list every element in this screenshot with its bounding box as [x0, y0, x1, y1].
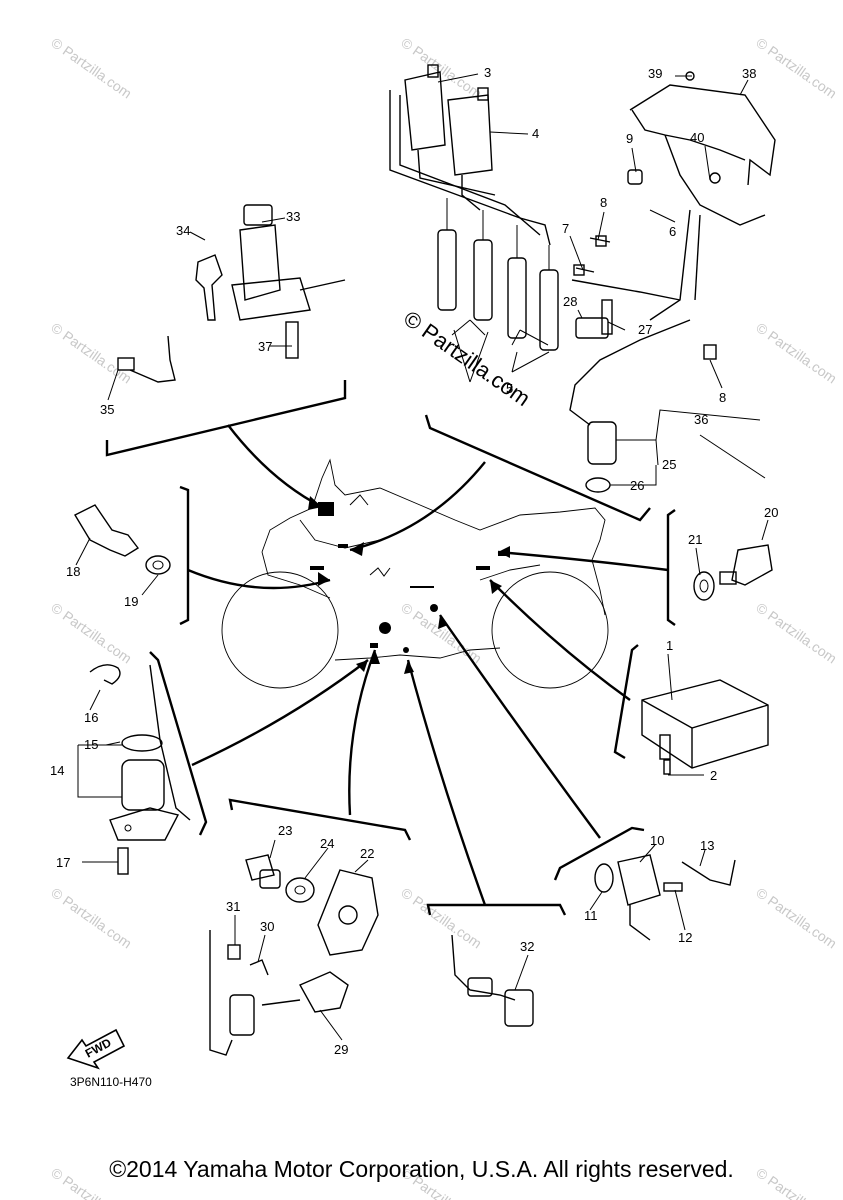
bracket-group [569, 71, 776, 426]
callout-26: 26 [630, 478, 644, 493]
sensor-25-group [575, 299, 761, 493]
o2-sensor-group [451, 934, 534, 1027]
ecu-group [641, 679, 769, 775]
callout-16: 16 [84, 710, 98, 725]
callout-1: 1 [666, 638, 673, 653]
callout-29: 29 [334, 1042, 348, 1057]
diagram-code: 3P6N110-H470 [70, 1075, 152, 1089]
watermark: © Partzilla.com [398, 884, 484, 951]
pickup-group [209, 854, 379, 1056]
callout-25: 25 [662, 457, 676, 472]
watermark: © Partzilla.com [48, 34, 134, 101]
solenoid-group [89, 664, 191, 875]
callout-17: 17 [56, 855, 70, 870]
callout-20: 20 [764, 505, 778, 520]
callout-23: 23 [278, 823, 292, 838]
callout-7: 7 [562, 221, 569, 236]
callout-5: 5 [506, 381, 513, 396]
callout-4: 4 [532, 126, 539, 141]
callout-22: 22 [360, 846, 374, 861]
callout-34: 34 [176, 223, 190, 238]
watermarks: © Partzilla.com © Partzilla.com © Partzi… [48, 34, 839, 1200]
center-watermark: © Partzilla.com [399, 306, 535, 412]
watermark: © Partzilla.com [48, 319, 134, 386]
callout-12: 12 [678, 930, 692, 945]
callout-14: 14 [50, 763, 64, 778]
callout-15: 15 [84, 737, 98, 752]
callout-33: 33 [286, 209, 300, 224]
callout-8a: 8 [600, 195, 607, 210]
callout-31: 31 [226, 899, 240, 914]
motorcycle-outline [221, 458, 609, 689]
watermark: © Partzilla.com [48, 884, 134, 951]
callout-35: 35 [100, 402, 114, 417]
callout-10: 10 [650, 833, 664, 848]
callout-labels: 1 2 3 4 5 6 7 8 8 9 10 11 12 13 14 15 16… [50, 65, 778, 1057]
callout-27: 27 [638, 322, 652, 337]
callout-21: 21 [688, 532, 702, 547]
callout-2: 2 [710, 768, 717, 783]
callout-40: 40 [690, 130, 704, 145]
leader-arrows [187, 424, 669, 906]
callout-36: 36 [694, 412, 708, 427]
callout-24: 24 [320, 836, 334, 851]
watermark: © Partzilla.com [48, 599, 134, 666]
callout-28: 28 [563, 294, 577, 309]
watermark: © Partzilla.com [753, 34, 839, 101]
ignition-switch-group [117, 204, 346, 383]
callout-38: 38 [742, 66, 756, 81]
callout-19: 19 [124, 594, 138, 609]
sensor-10-group [594, 854, 736, 941]
callout-32: 32 [520, 939, 534, 954]
callout-11: 11 [584, 908, 598, 923]
ignition-coil-group [389, 64, 559, 351]
sensor-18-group [74, 504, 171, 575]
callout-18: 18 [66, 564, 80, 579]
watermark: © Partzilla.com [753, 884, 839, 951]
callout-leaders [75, 73, 769, 1041]
watermark: © Partzilla.com [753, 319, 839, 386]
callout-6: 6 [669, 224, 676, 239]
watermark: © Partzilla.com [398, 599, 484, 666]
copyright-notice: ©2014 Yamaha Motor Corporation, U.S.A. A… [109, 1156, 734, 1182]
watermark: © Partzilla.com [753, 599, 839, 666]
callout-8b: 8 [719, 390, 726, 405]
callout-30: 30 [260, 919, 274, 934]
callout-37: 37 [258, 339, 272, 354]
callout-3: 3 [484, 65, 491, 80]
callout-9: 9 [626, 131, 633, 146]
callout-39: 39 [648, 66, 662, 81]
sensor-20-group [693, 544, 773, 601]
fwd-arrow-icon: FWD [66, 1028, 126, 1070]
callout-13: 13 [700, 838, 714, 853]
group-brackets [105, 380, 676, 916]
